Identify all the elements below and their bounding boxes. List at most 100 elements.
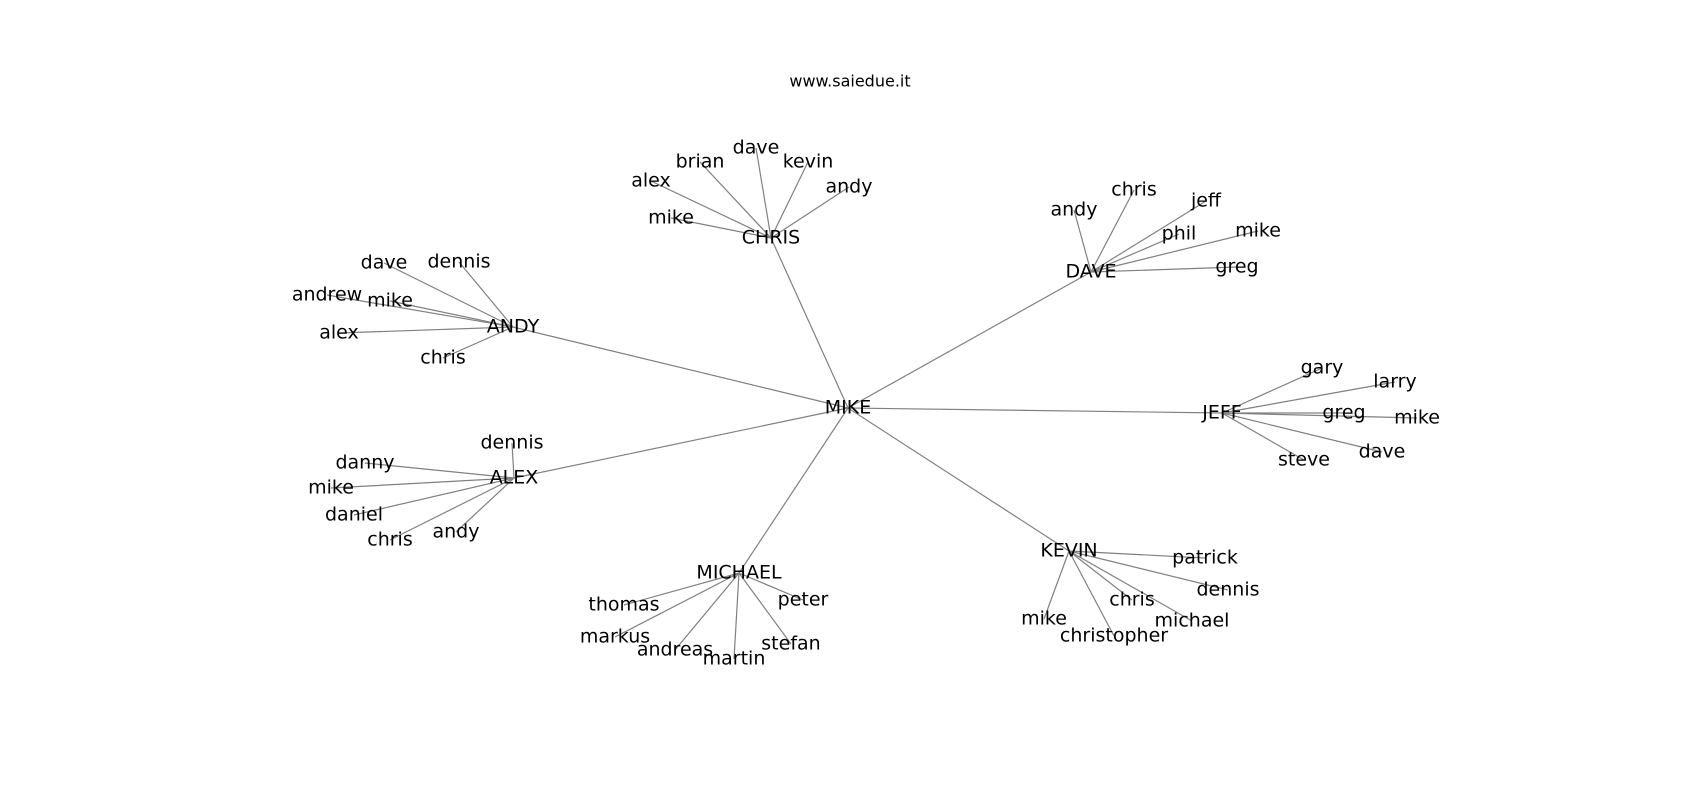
leaf-node-jeff-larry: larry [1373, 371, 1416, 393]
edge-alex-dennis [511, 442, 515, 479]
leaf-node-chris-kevin: kevin [783, 151, 834, 173]
edge-jeff-dave [1221, 412, 1383, 453]
edge-andy-dave [383, 262, 514, 328]
leaf-node-andy-dave: dave [361, 252, 408, 274]
edge-chris-andy [770, 186, 850, 239]
leaf-node-michael-peter: peter [778, 589, 829, 611]
leaf-node-jeff-dave: dave [1359, 441, 1406, 463]
edge-dave-andy [1073, 209, 1092, 273]
edge-alex-andy [455, 477, 515, 533]
edge-chris-mike [670, 217, 772, 239]
leaf-node-andy-andrew: andrew [292, 284, 362, 306]
edge-alex-mike [330, 477, 515, 489]
edge-michael-stefan [738, 572, 792, 645]
edge-chris-alex [650, 180, 772, 239]
hub-node-dave: DAVE [1065, 261, 1116, 283]
leaf-node-dave-phil: phil [1162, 223, 1197, 245]
edge-michael-martin [733, 572, 740, 660]
edge-andy-alex [338, 326, 514, 334]
edge-root-andy [512, 326, 849, 409]
edge-jeff-steve [1221, 412, 1305, 461]
edge-andy-dennis [458, 261, 514, 328]
leaf-node-kevin-chris: chris [1109, 589, 1154, 611]
edge-root-alex [513, 407, 849, 479]
site-title: www.saiedue.it [789, 72, 910, 91]
edge-michael-andreas [674, 572, 740, 651]
leaf-node-alex-daniel: daniel [325, 504, 383, 526]
edge-alex-chris [389, 477, 515, 541]
edge-kevin-mike [1043, 550, 1070, 620]
leaf-node-dave-greg: greg [1215, 256, 1258, 278]
edge-jeff-larry [1221, 381, 1396, 414]
leaf-node-andy-mike: mike [367, 290, 413, 312]
leaf-node-jeff-gary: gary [1301, 357, 1344, 379]
leaf-node-andy-alex: alex [319, 322, 359, 344]
hub-node-chris: CHRIS [742, 227, 800, 249]
edge-dave-phil [1090, 233, 1180, 273]
edges-layer [326, 147, 1418, 660]
root-node-mike: MIKE [825, 397, 871, 419]
leaf-node-jeff-mike: mike [1394, 407, 1440, 429]
leaf-node-chris-mike: mike [648, 207, 694, 229]
edge-chris-dave [755, 147, 772, 239]
leaf-node-michael-stefan: stefan [761, 633, 820, 655]
edge-dave-jeff [1090, 200, 1207, 273]
leaf-node-chris-brian: brian [676, 151, 725, 173]
hub-node-michael: MICHAEL [696, 562, 782, 584]
leaf-node-alex-mike: mike [308, 477, 354, 499]
edge-kevin-chris [1068, 550, 1133, 601]
edge-michael-thomas [623, 572, 740, 606]
leaf-node-michael-andreas: andreas [637, 639, 713, 661]
labels-layer: mikealexbriandavekevinandyCHRISandychris… [292, 137, 1440, 670]
leaf-node-dave-mike: mike [1235, 220, 1281, 242]
edge-kevin-michael [1068, 550, 1193, 622]
leaf-node-jeff-greg: greg [1322, 402, 1365, 424]
edge-root-dave [847, 271, 1092, 409]
leaf-node-alex-dennis: dennis [480, 432, 543, 454]
leaf-node-kevin-dennis: dennis [1196, 579, 1259, 601]
hub-node-jeff: JEFF [1201, 402, 1241, 424]
leaf-node-dave-jeff: jeff [1190, 190, 1222, 212]
edge-kevin-patrick [1068, 550, 1206, 559]
leaf-node-kevin-mike: mike [1021, 608, 1067, 630]
leaf-node-alex-andy: andy [433, 521, 480, 543]
leaf-node-andy-chris: chris [420, 347, 465, 369]
edge-alex-daniel [353, 477, 515, 516]
leaf-node-michael-thomas: thomas [588, 594, 659, 616]
leaf-node-kevin-christopher: christopher [1060, 625, 1168, 647]
leaf-node-michael-markus: markus [580, 626, 650, 648]
edge-michael-markus [614, 572, 740, 638]
hub-node-kevin: KEVIN [1040, 540, 1097, 562]
leaf-node-alex-chris: chris [367, 529, 412, 551]
edge-chris-kevin [770, 161, 809, 239]
leaf-node-kevin-michael: michael [1155, 610, 1230, 632]
edge-dave-mike [1090, 230, 1259, 273]
leaf-node-kevin-patrick: patrick [1172, 547, 1238, 569]
edge-root-chris [770, 237, 849, 409]
edge-kevin-christopher [1068, 550, 1115, 637]
edge-jeff-mike [1221, 412, 1418, 419]
leaf-node-andy-dennis: dennis [427, 251, 490, 273]
edge-jeff-gary [1221, 367, 1323, 414]
edge-root-michael [738, 407, 849, 574]
leaf-node-dave-andy: andy [1051, 199, 1098, 221]
edge-alex-danny [364, 462, 515, 479]
edge-kevin-dennis [1068, 550, 1229, 591]
edge-chris-brian [699, 161, 772, 239]
hub-node-alex: ALEX [490, 467, 539, 489]
edge-andy-andrew [326, 294, 514, 328]
edge-michael-peter [738, 572, 804, 601]
edge-dave-greg [1090, 266, 1238, 273]
edge-root-jeff [847, 407, 1223, 414]
edge-root-kevin [847, 407, 1070, 552]
edge-andy-mike [389, 300, 514, 328]
edge-andy-chris [442, 326, 514, 359]
leaf-node-chris-alex: alex [631, 170, 671, 192]
leaf-node-michael-martin: martin [703, 648, 766, 670]
edge-dave-chris [1090, 189, 1135, 273]
leaf-node-dave-chris: chris [1111, 179, 1156, 201]
leaf-node-chris-dave: dave [733, 137, 780, 159]
leaf-node-alex-danny: danny [335, 452, 394, 474]
hub-node-andy: ANDY [487, 316, 540, 338]
